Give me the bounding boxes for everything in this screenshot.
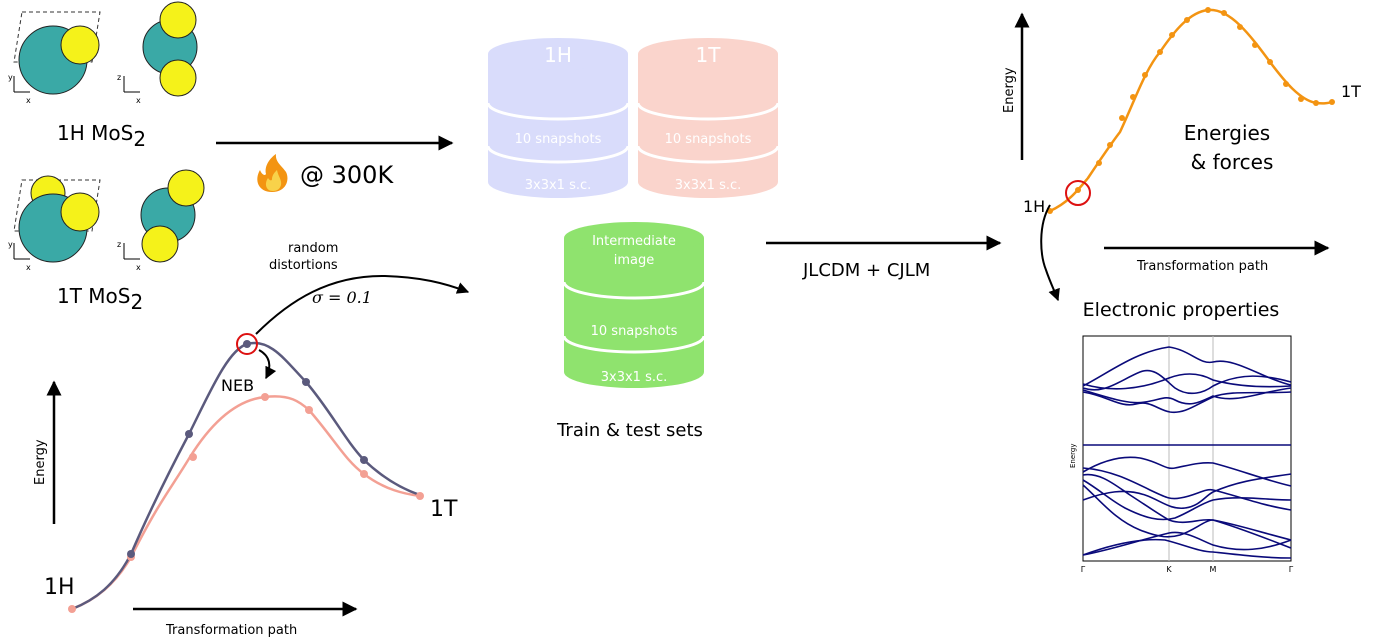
distortion-arrow <box>255 274 470 335</box>
svg-text:10 snapshots: 10 snapshots <box>591 324 678 339</box>
bands-title: Electronic properties <box>1083 299 1280 321</box>
svg-text:z: z <box>117 73 121 82</box>
svg-text:z: z <box>117 240 121 249</box>
neb-relax-arrow <box>258 349 277 380</box>
energies-caption-1: Energies <box>1184 121 1270 145</box>
svg-text:y: y <box>8 240 13 249</box>
1t-structure-top-view: y x <box>8 175 101 272</box>
svg-text:10 snapshots: 10 snapshots <box>515 132 602 147</box>
svg-text:y: y <box>8 73 13 82</box>
svg-text:x: x <box>136 263 141 272</box>
distortion-label-1: random <box>288 241 338 256</box>
sigma-label: σ = 0.1 <box>312 288 372 307</box>
1h-structure-top-view: y x <box>8 11 101 105</box>
energy-end-label: 1T <box>1341 82 1361 101</box>
1t-structure-side-view: z x <box>117 169 205 272</box>
temperature-label: @ 300K <box>300 161 394 189</box>
kpoint-label: Γ <box>1289 565 1294 574</box>
svg-text:10 snapshots: 10 snapshots <box>665 132 752 147</box>
svg-text:1T: 1T <box>696 43 722 67</box>
svg-text:3x3x1 s.c.: 3x3x1 s.c. <box>675 178 742 193</box>
database-intermediate: Intermediate image 10 snapshots 3x3x1 s.… <box>562 222 706 388</box>
databases-caption: Train & test sets <box>556 420 703 441</box>
selected-point-ring <box>1065 180 1091 206</box>
svg-text:Intermediate: Intermediate <box>592 234 676 249</box>
energies-caption-2: & forces <box>1191 150 1274 174</box>
kpoint-label: Γ <box>1081 565 1086 574</box>
1h-mos2-label: 1H MoS2 <box>57 121 146 151</box>
energy-ylabel: Energy <box>1002 67 1017 113</box>
bands-ylabel: Energy <box>1069 443 1077 468</box>
model-label: JLCDM + CJLM <box>802 260 930 281</box>
energy-points <box>1047 7 1335 214</box>
distortion-label-2: distortions <box>269 258 338 273</box>
band-structure: Energy Γ K M Γ <box>1069 335 1294 574</box>
properties-arrow <box>1040 204 1060 302</box>
neb-label: NEB <box>221 376 254 395</box>
1t-mos2-label: 1T MoS2 <box>57 284 143 314</box>
neb-relaxed-curve <box>71 395 421 611</box>
selected-image-ring <box>236 333 258 355</box>
neb-plot: Energy Transformation path NEB random di… <box>33 241 470 638</box>
kpoint-label: K <box>1166 565 1172 574</box>
svg-text:1H: 1H <box>544 43 572 67</box>
neb-xlabel: Transformation path <box>165 623 297 638</box>
energy-xlabel: Transformation path <box>1136 259 1268 274</box>
energy-start-label: 1H <box>1023 197 1045 216</box>
database-1t: 1T 10 snapshots 3x3x1 s.c. <box>636 38 780 198</box>
1h-structure-side-view: z x <box>117 1 198 105</box>
neb-ylabel: Energy <box>33 439 48 485</box>
neb-start-label: 1H <box>44 575 75 600</box>
neb-end-label: 1T <box>430 497 458 522</box>
energy-curve <box>1049 8 1333 213</box>
database-1h: 1H 10 snapshots 3x3x1 s.c. <box>486 38 630 198</box>
svg-text:x: x <box>26 263 31 272</box>
fire-icon <box>257 154 288 192</box>
neb-relaxed-points <box>68 393 424 613</box>
kpoint-label: M <box>1210 565 1217 574</box>
energy-plot: Energy Transformation path 1H 1T Energie… <box>1002 7 1361 302</box>
svg-text:x: x <box>26 96 31 105</box>
neb-initial-points <box>127 340 368 558</box>
band-lines <box>1082 346 1292 559</box>
svg-text:x: x <box>136 96 141 105</box>
svg-text:3x3x1 s.c.: 3x3x1 s.c. <box>525 178 592 193</box>
svg-text:image: image <box>614 253 655 268</box>
svg-text:3x3x1 s.c.: 3x3x1 s.c. <box>601 370 668 385</box>
